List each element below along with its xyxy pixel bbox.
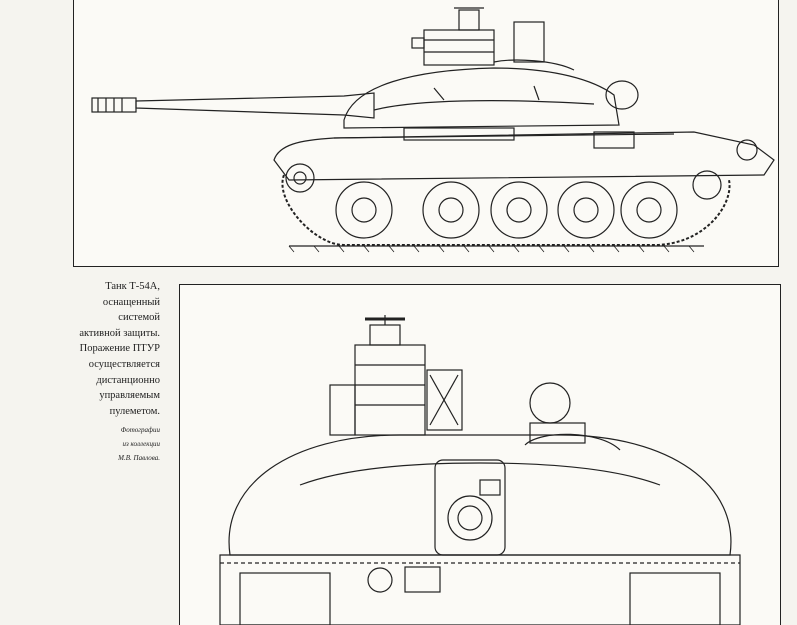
gun-barrel xyxy=(135,92,375,119)
rear-idler xyxy=(692,170,722,200)
hull-front xyxy=(219,554,741,625)
searchlight xyxy=(605,80,639,110)
track xyxy=(281,174,731,246)
credit-line: Фотографии xyxy=(120,426,160,435)
photo-credit: Фотографии из коллекции М.В. Павлова. xyxy=(60,423,160,465)
tank-side-view-drawing xyxy=(73,0,779,267)
caption-line: пулеметом. xyxy=(109,405,160,417)
caption-line: Поражение ПТУР xyxy=(79,343,160,355)
road-wheels xyxy=(335,181,678,239)
hull xyxy=(273,131,775,181)
drive-sprocket xyxy=(285,163,315,193)
sight-block xyxy=(458,9,480,31)
credit-line: из коллекции xyxy=(122,440,160,449)
gun-mantlet xyxy=(434,459,506,556)
machine-gun-box xyxy=(423,29,495,66)
caption-line: системой xyxy=(118,312,160,324)
searchlight xyxy=(529,382,571,424)
caption-line: активной защиты. xyxy=(79,327,160,339)
caption-line: Танк Т-54А, xyxy=(105,281,160,292)
credit-line: М.В. Павлова. xyxy=(118,454,160,463)
caption-line: осуществляется xyxy=(88,358,160,370)
caption-line: оснащенный xyxy=(102,296,160,308)
sensor-box xyxy=(426,369,463,431)
caption-line: управляемым xyxy=(99,390,160,402)
tank-front-view-svg xyxy=(219,315,741,625)
machine-gun-assembly xyxy=(354,344,426,436)
turret xyxy=(343,67,620,129)
front-idler xyxy=(736,139,758,161)
caption-line: дистанционно xyxy=(96,374,160,386)
headlight xyxy=(367,567,393,593)
figure-caption: Танк Т-54А, оснащенный системой активной… xyxy=(60,279,160,465)
tank-front-view-drawing xyxy=(179,284,781,625)
caption-text: Танк Т-54А, оснащенный системой активной… xyxy=(60,279,160,419)
commander-cupola xyxy=(513,21,545,63)
gun-bore-ring xyxy=(447,495,493,541)
tank-side-view-svg xyxy=(91,7,775,253)
gun-bore xyxy=(457,505,483,531)
